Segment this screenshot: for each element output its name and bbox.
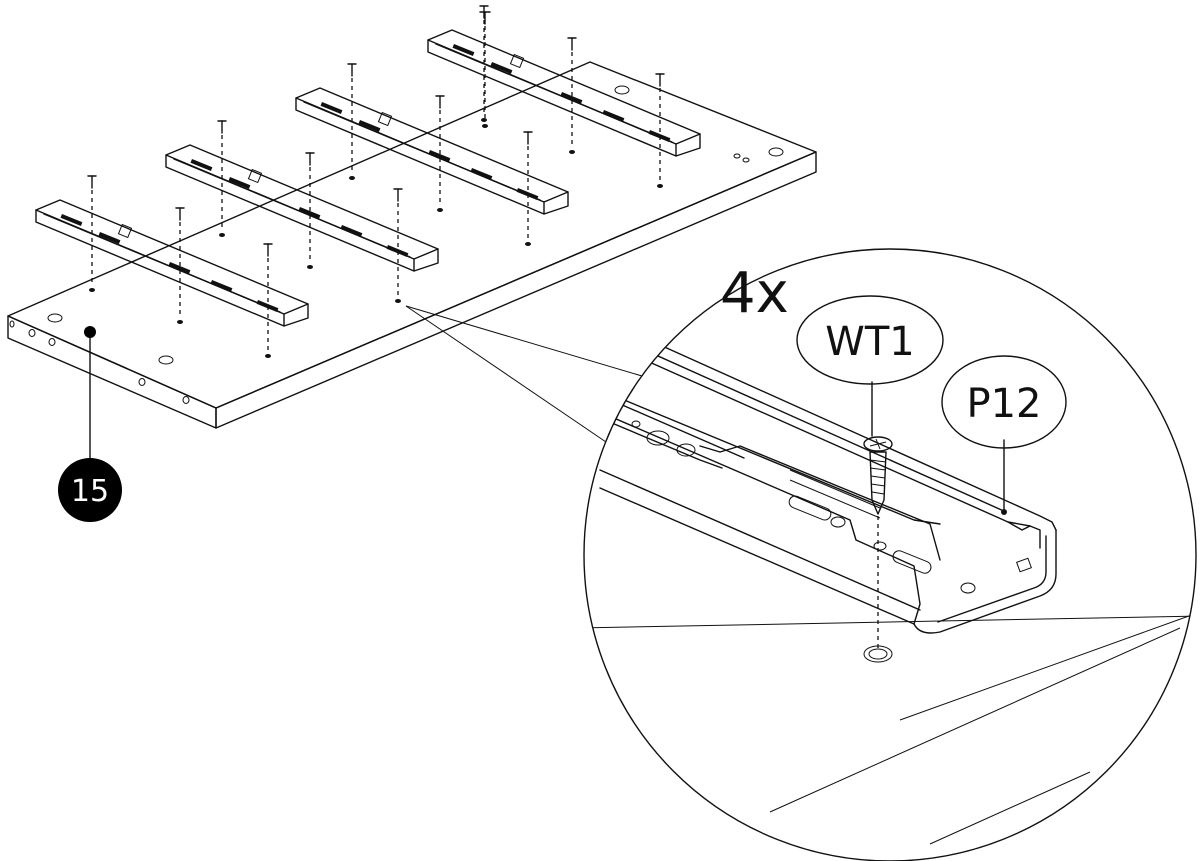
part-number-badge: 15 (58, 458, 122, 522)
screw (479, 11, 491, 128)
rail-code: P12 (966, 381, 1041, 427)
screw (567, 37, 577, 154)
callout-rail: P12 (941, 355, 1067, 515)
slide-rails (35, 29, 701, 327)
screw-group (87, 5, 665, 358)
part-marker (84, 326, 96, 463)
slide-rail (35, 199, 309, 327)
screw (87, 175, 97, 292)
quantity-label: 4x (720, 261, 789, 326)
screw (347, 63, 357, 180)
callout-screw: WT1 (796, 295, 944, 437)
screw (435, 95, 445, 212)
screw (175, 207, 185, 324)
screw-code: WT1 (825, 319, 914, 365)
zoom-leader (405, 305, 643, 443)
screw-closeup (863, 436, 893, 663)
part-number: 15 (71, 474, 109, 509)
panel (7, 61, 817, 429)
detail-circle (583, 248, 1197, 861)
screw (523, 131, 533, 246)
screw (393, 188, 403, 303)
slide-rail (295, 87, 569, 215)
rail-closeup (599, 317, 1057, 634)
screw (263, 243, 273, 358)
slide-rail (165, 144, 439, 272)
screw (305, 152, 315, 269)
screw (655, 73, 665, 188)
slide-rail (427, 29, 701, 157)
screw (217, 120, 227, 237)
detail-view (584, 317, 1196, 845)
